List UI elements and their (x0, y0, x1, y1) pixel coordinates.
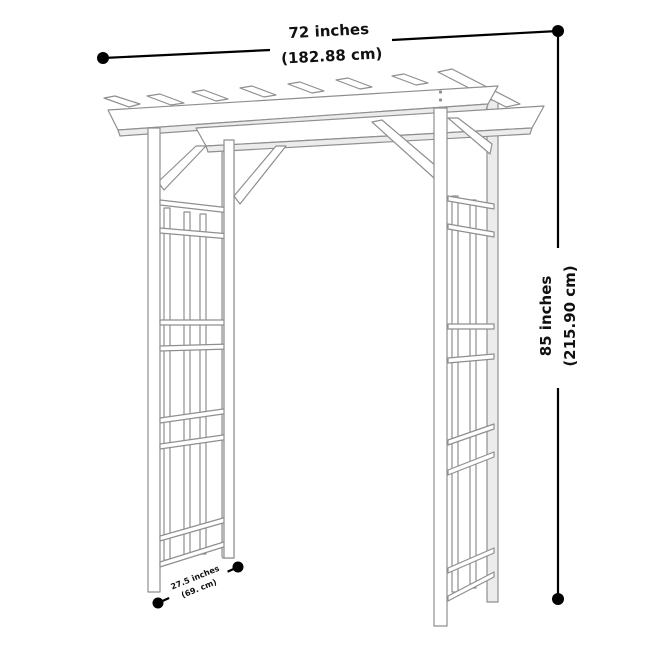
left-inner-post (223, 139, 235, 559)
top-rafters (103, 68, 521, 108)
back-right-post (486, 99, 499, 603)
width-dimension: 72 inches (182.88 cm) (97, 20, 564, 68)
height-dimension: 85 inches (215.90 cm) (537, 31, 579, 605)
right-front-post (433, 90, 448, 627)
width-cm-label: (182.88 cm) (281, 44, 383, 67)
left-front-post (147, 127, 161, 593)
back-top-beam (195, 105, 545, 153)
left-lattice-panel (159, 199, 231, 568)
height-inches-label: 85 inches (537, 276, 555, 357)
right-lattice-panel (447, 195, 495, 602)
corner-braces (157, 117, 493, 205)
width-inches-label: 72 inches (288, 20, 369, 42)
height-cm-label: (215.90 cm) (561, 265, 579, 366)
garden-arbor (103, 68, 545, 627)
